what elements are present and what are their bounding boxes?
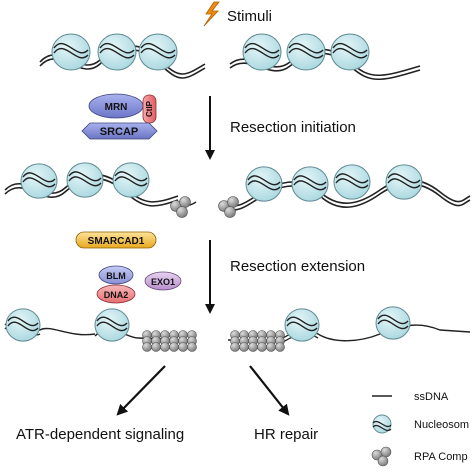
ctip-label: CtIP xyxy=(145,100,154,117)
legend-rpa-icon xyxy=(371,446,392,467)
rpa-coated-ssdna xyxy=(230,330,285,352)
nucleosome xyxy=(5,308,41,342)
legend-nucleosome-icon xyxy=(372,414,392,434)
nucleosome xyxy=(284,308,320,342)
nucleosome xyxy=(242,33,282,71)
nucleosome xyxy=(51,33,91,71)
nucleosome xyxy=(245,166,283,202)
mrn-label: MRN xyxy=(105,102,128,113)
mrn-complex xyxy=(81,93,158,140)
nucleosome xyxy=(286,33,326,71)
exo1-protein xyxy=(144,271,182,291)
nucleosome xyxy=(375,306,411,340)
nucleosome xyxy=(20,163,58,199)
rpa-complex xyxy=(170,196,191,218)
nucleosome xyxy=(138,33,178,71)
legend-nucleosome-label: Nucleosom xyxy=(414,419,469,431)
nucleosome xyxy=(330,33,370,71)
outcome-atr-label: ATR-dependent signaling xyxy=(16,426,184,443)
exo1-label: EXO1 xyxy=(151,277,175,287)
step-extension-label: Resection extension xyxy=(230,258,365,275)
nucleosome xyxy=(112,162,150,198)
nucleosome xyxy=(291,166,329,202)
nucleosome xyxy=(94,308,130,342)
arrow-to-hr xyxy=(249,365,290,416)
arrow-to-atr xyxy=(116,365,166,416)
legend-ssdna-label: ssDNA xyxy=(414,391,449,403)
nucleosome xyxy=(333,164,371,200)
smarcad1-label: SMARCAD1 xyxy=(88,236,145,247)
nucleosome xyxy=(97,33,137,71)
blm-protein xyxy=(98,265,134,285)
nucleosome xyxy=(385,164,423,200)
legend-rpa-label: RPA Comp xyxy=(414,451,468,463)
dna2-label: DNA2 xyxy=(104,290,129,300)
blm-label: BLM xyxy=(106,271,126,281)
dna2-protein xyxy=(96,284,136,304)
rpa-complex xyxy=(218,196,239,218)
srcap-protein xyxy=(81,122,158,140)
lightning-icon xyxy=(203,1,220,27)
rpa-coated-ssdna xyxy=(142,330,197,352)
nucleosome xyxy=(66,162,104,198)
smarcad1-protein xyxy=(75,231,157,249)
step-initiation-label: Resection initiation xyxy=(230,119,356,136)
stimuli-label: Stimuli xyxy=(227,8,272,25)
outcome-hr-label: HR repair xyxy=(254,426,318,443)
srcap-label: SRCAP xyxy=(100,126,139,138)
